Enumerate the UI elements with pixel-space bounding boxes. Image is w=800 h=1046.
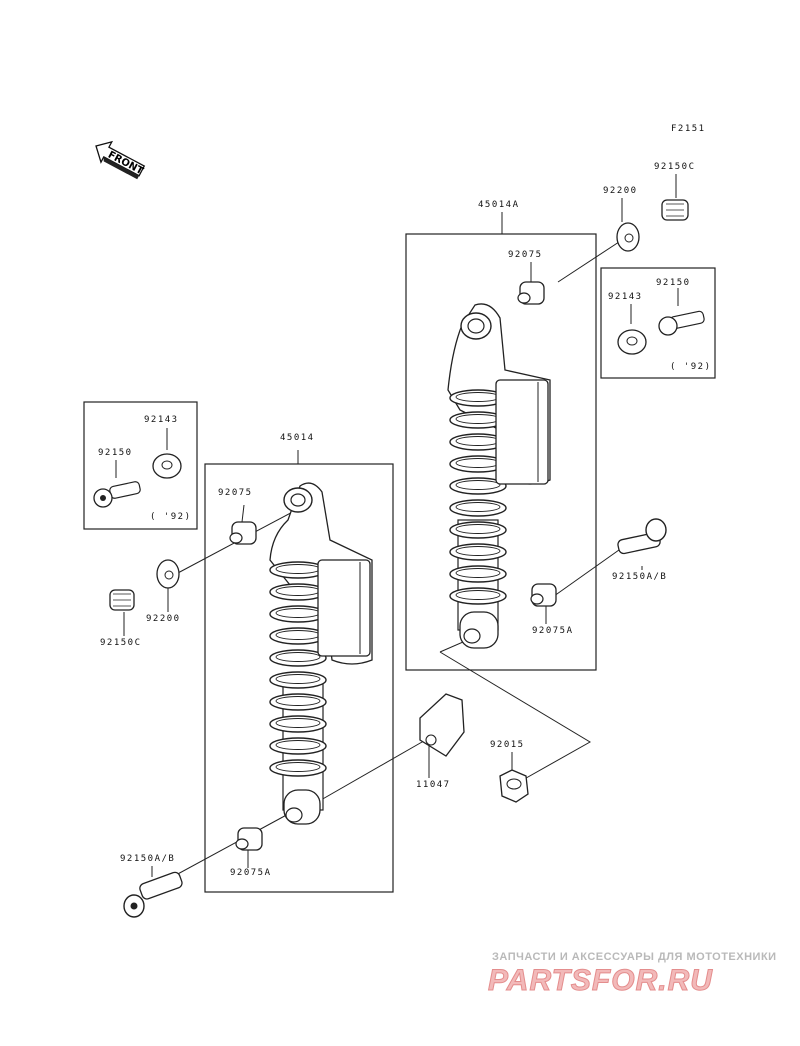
right-inset-note: ( '92) bbox=[670, 362, 712, 372]
watermark-subtitle: ЗАПЧАСТИ И АКСЕССУАРЫ ДЛЯ МОТОТЕХНИКИ bbox=[492, 951, 777, 963]
left-small-bolt-label: 92150C bbox=[100, 638, 142, 648]
left-inset-note: ( '92) bbox=[150, 512, 192, 522]
left-lower-bushing-label: 92075A bbox=[230, 868, 272, 878]
left-inset-washer bbox=[152, 453, 182, 479]
right-upper-bushing bbox=[517, 281, 545, 305]
right-inset-bolt-label: 92150 bbox=[656, 278, 691, 288]
right-long-bolt bbox=[617, 518, 667, 555]
right-upper-bushing-label: 92075 bbox=[508, 250, 543, 260]
figure-code: F2151 bbox=[671, 124, 706, 134]
right-washer-label: 92200 bbox=[603, 186, 638, 196]
watermark-brand: PARTSFOR.RU bbox=[488, 964, 713, 998]
left-inset-bolt bbox=[93, 481, 141, 508]
left-upper-bushing-label: 92075 bbox=[218, 488, 253, 498]
left-long-bolt-label: 92150A/B bbox=[120, 854, 176, 864]
leader-lines bbox=[115, 174, 679, 889]
left-washer-label: 92200 bbox=[146, 614, 181, 624]
right-shock-absorber bbox=[447, 303, 551, 649]
left-washer bbox=[156, 559, 180, 589]
right-lower-bushing bbox=[530, 583, 557, 607]
left-long-bolt bbox=[123, 871, 183, 918]
right-small-bolt-label: 92150C bbox=[654, 162, 696, 172]
front-arrow-icon: FRONT bbox=[95, 140, 146, 180]
left-shock-absorber bbox=[269, 482, 373, 825]
left-assembly-label: 45014 bbox=[280, 433, 315, 443]
left-lower-bushing bbox=[235, 827, 263, 851]
left-inset-box bbox=[83, 401, 198, 530]
right-inset-bolt bbox=[658, 310, 705, 336]
right-assembly-label: 45014A bbox=[478, 200, 520, 210]
left-small-bolt bbox=[109, 589, 135, 611]
bracket-label: 11047 bbox=[416, 780, 451, 790]
right-assembly-box bbox=[405, 233, 597, 671]
right-inset-box bbox=[600, 267, 716, 379]
nut-part bbox=[499, 769, 529, 803]
left-assembly-box bbox=[204, 463, 394, 893]
right-small-bolt bbox=[661, 199, 689, 221]
left-inset-washer-label: 92143 bbox=[144, 415, 179, 425]
right-long-bolt-label: 92150A/B bbox=[612, 572, 668, 582]
right-washer bbox=[616, 222, 640, 252]
nut-label: 92015 bbox=[490, 740, 525, 750]
right-inset-washer-label: 92143 bbox=[608, 292, 643, 302]
left-upper-bushing bbox=[229, 521, 257, 545]
right-lower-bushing-label: 92075A bbox=[532, 626, 574, 636]
right-inset-washer bbox=[617, 329, 647, 355]
bracket-part bbox=[419, 693, 465, 757]
left-inset-bolt-label: 92150 bbox=[98, 448, 133, 458]
